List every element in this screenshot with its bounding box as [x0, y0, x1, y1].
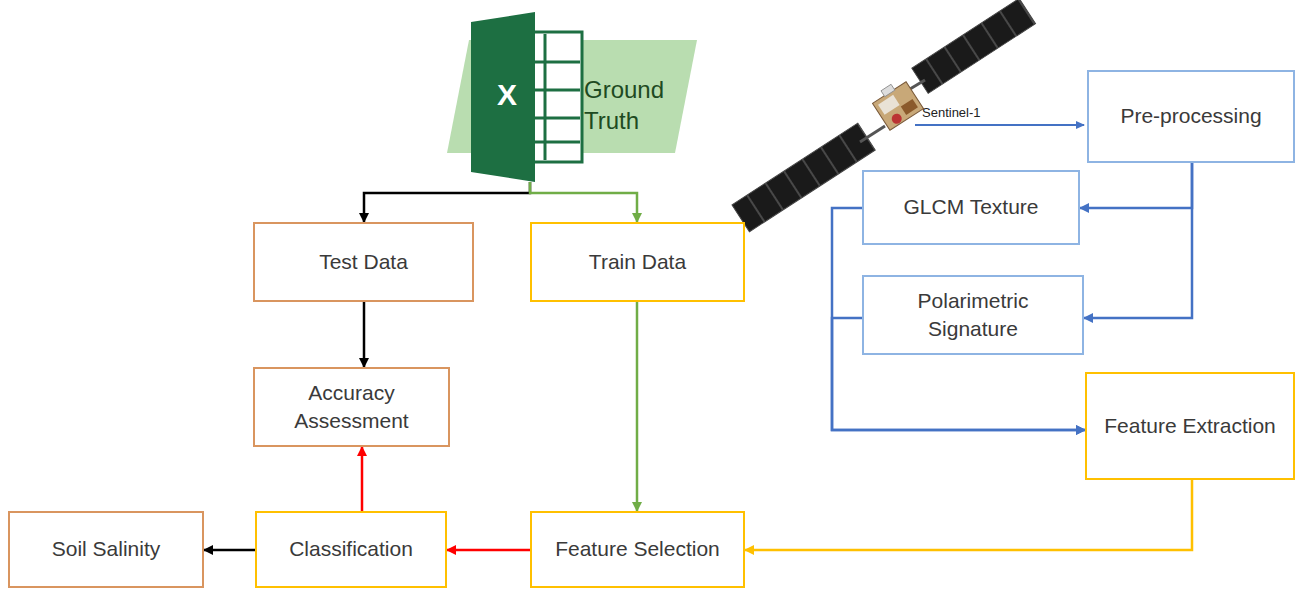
flow-arrow	[363, 302, 366, 367]
node-label: Test Data	[319, 248, 408, 276]
process-box: Classification	[255, 511, 447, 588]
node-label: Feature Extraction	[1104, 412, 1276, 440]
flow-arrow	[530, 182, 637, 222]
flow-arrow	[364, 182, 530, 222]
process-box: Pre-processing	[1087, 70, 1295, 163]
node-label: Accuracy Assessment	[265, 379, 438, 436]
process-box: Accuracy Assessment	[253, 367, 450, 447]
flow-arrow	[447, 549, 530, 552]
process-box: Polarimetric Signature	[862, 275, 1084, 355]
flow-arrow	[1080, 163, 1192, 208]
node-label: Soil Salinity	[52, 535, 161, 563]
node-label: Feature Selection	[555, 535, 720, 563]
data-box: Train Data	[530, 222, 745, 302]
excel-logo-letter: X	[497, 78, 517, 112]
node-label: Classification	[289, 535, 413, 563]
node-label: Train Data	[589, 248, 686, 276]
node-label: Ground Truth	[584, 74, 696, 136]
process-box: Feature Extraction	[1085, 372, 1295, 480]
flow-arrow	[204, 549, 255, 552]
process-box: GLCM Texture	[862, 170, 1080, 245]
output-box: Soil Salinity	[8, 511, 204, 588]
flow-arrow	[636, 302, 639, 511]
flow-arrow	[1084, 163, 1192, 318]
process-box: Feature Selection	[530, 511, 745, 588]
node-label: Pre-processing	[1120, 102, 1261, 130]
data-box: Test Data	[253, 222, 474, 302]
ground-truth-sheet: Ground Truth	[447, 12, 697, 182]
flow-arrow	[745, 480, 1192, 550]
node-label: Polarimetric Signature	[874, 287, 1072, 344]
flow-arrow	[361, 447, 364, 511]
node-label: GLCM Texture	[904, 193, 1039, 221]
satellite-name: Sentinel-1	[922, 105, 981, 120]
